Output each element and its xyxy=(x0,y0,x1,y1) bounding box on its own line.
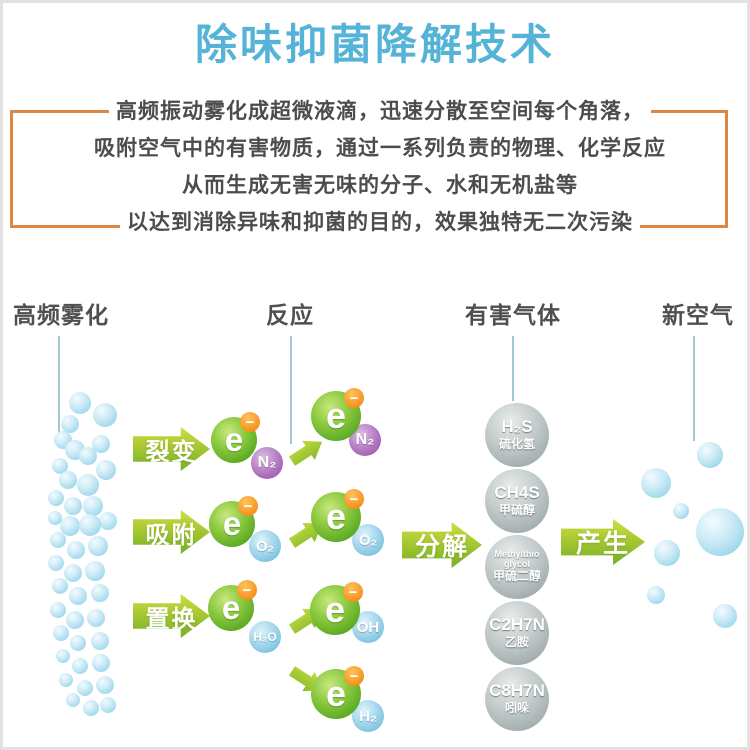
process-arrow-分解: 分解 xyxy=(402,522,482,568)
electron-circle: e xyxy=(311,492,361,542)
mist-bubble xyxy=(50,532,66,548)
mist-bubble xyxy=(79,447,97,465)
gas-name: 甲硫二醇 xyxy=(492,569,541,584)
mist-bubble xyxy=(70,635,86,651)
minus-charge-icon: − xyxy=(237,580,257,600)
clean-air-bubble xyxy=(641,468,671,498)
gas-name: 甲硫醇 xyxy=(498,503,535,518)
mist-bubble xyxy=(96,676,114,694)
description-line-2: 吸附空气中的有害物质，通过一系列负责的物理、化学反应 xyxy=(87,132,673,162)
column-label: 有害气体 xyxy=(465,302,561,328)
mist-bubble xyxy=(77,474,99,496)
mist-bubble xyxy=(92,435,110,453)
process-arrow-裂变: 裂变 xyxy=(133,427,210,471)
mist-bubble xyxy=(72,658,88,674)
mist-bubble xyxy=(48,555,64,571)
minus-charge-icon: − xyxy=(238,496,258,516)
mist-bubble xyxy=(99,512,117,530)
mist-bubble xyxy=(69,587,87,605)
minus-charge-icon: − xyxy=(344,388,364,408)
molecule-N₂: N₂ xyxy=(251,447,283,479)
mist-bubble xyxy=(91,632,109,650)
column-label: 高频雾化 xyxy=(13,302,109,328)
column-tick-line xyxy=(58,336,60,433)
column-tick-line xyxy=(290,336,292,444)
mist-bubble xyxy=(69,392,91,414)
mist-bubble xyxy=(88,536,108,556)
mist-bubble xyxy=(64,564,82,582)
mist-bubble xyxy=(91,584,109,602)
mist-bubble xyxy=(66,611,84,629)
gas-name: 硫化氢 xyxy=(498,437,535,452)
clean-air-bubble xyxy=(713,604,737,628)
description-line-1: 高频振动雾化成超微液滴，迅速分散至空间每个角落， xyxy=(109,95,651,125)
clean-air-bubble xyxy=(696,508,744,556)
mist-bubble xyxy=(96,460,116,480)
mist-bubble xyxy=(83,700,99,716)
page-title: 除味抑菌降解技术 xyxy=(194,21,555,68)
mist-bubble xyxy=(48,511,62,525)
minus-charge-icon: − xyxy=(240,412,260,432)
mist-bubble xyxy=(67,541,85,559)
clean-air-bubble xyxy=(673,503,689,519)
electron-circle: e xyxy=(310,585,360,635)
mist-bubble xyxy=(92,654,110,672)
mist-bubble xyxy=(87,609,105,627)
clean-air-bubble xyxy=(647,586,665,604)
column-label: 反应 xyxy=(266,302,314,328)
process-arrow-吸附: 吸附 xyxy=(133,510,210,554)
gas-formula: C2H7N xyxy=(489,615,545,635)
mist-bubble xyxy=(59,673,73,687)
process-arrow-产生: 产生 xyxy=(561,519,645,565)
clean-air-bubble xyxy=(697,442,723,468)
mist-bubble xyxy=(64,497,82,515)
column-label: 新空气 xyxy=(662,302,734,328)
clean-air-bubble xyxy=(654,540,680,566)
description-line-4: 以达到消除异味和抑菌的目的，效果独特无二次污染 xyxy=(120,206,640,236)
mist-bubble xyxy=(50,602,66,618)
minus-charge-icon: − xyxy=(343,582,363,602)
mist-bubble xyxy=(52,458,68,474)
mist-bubble xyxy=(53,625,69,641)
mist-bubble xyxy=(77,680,93,696)
process-arrow-置换: 置换 xyxy=(133,594,210,638)
minus-charge-icon: − xyxy=(344,666,364,686)
mist-bubble xyxy=(61,415,79,433)
mist-bubble xyxy=(48,490,64,506)
minus-charge-icon: − xyxy=(344,489,364,509)
mist-bubble xyxy=(52,578,68,594)
gas-formula: CH4S xyxy=(494,483,540,503)
gas-formula: H₂S xyxy=(501,417,533,437)
molecule-O₂: O₂ xyxy=(352,524,384,556)
gas-formula: C8H7N xyxy=(489,681,545,701)
gas-name: 乙胺 xyxy=(504,635,529,650)
column-tick-line xyxy=(512,336,514,401)
mist-bubble xyxy=(100,697,116,713)
mist-bubble xyxy=(59,471,77,489)
mist-bubble xyxy=(79,514,101,536)
description-line-3: 从而生成无害无味的分子、水和无机盐等 xyxy=(175,169,585,199)
gas-name: 吲哚 xyxy=(504,701,529,716)
column-tick-line xyxy=(693,336,695,441)
molecule-O₂: O₂ xyxy=(249,530,281,562)
mist-bubble xyxy=(60,516,80,536)
molecule-H₂O: H₂O xyxy=(249,621,281,653)
mist-bubble xyxy=(56,649,70,663)
reaction-arrow-icon xyxy=(286,432,329,471)
mist-bubble xyxy=(93,403,117,427)
mist-bubble xyxy=(66,693,80,707)
mist-bubble xyxy=(83,496,103,516)
mist-bubble xyxy=(85,561,105,581)
molecule-H₂: H₂ xyxy=(352,700,384,732)
